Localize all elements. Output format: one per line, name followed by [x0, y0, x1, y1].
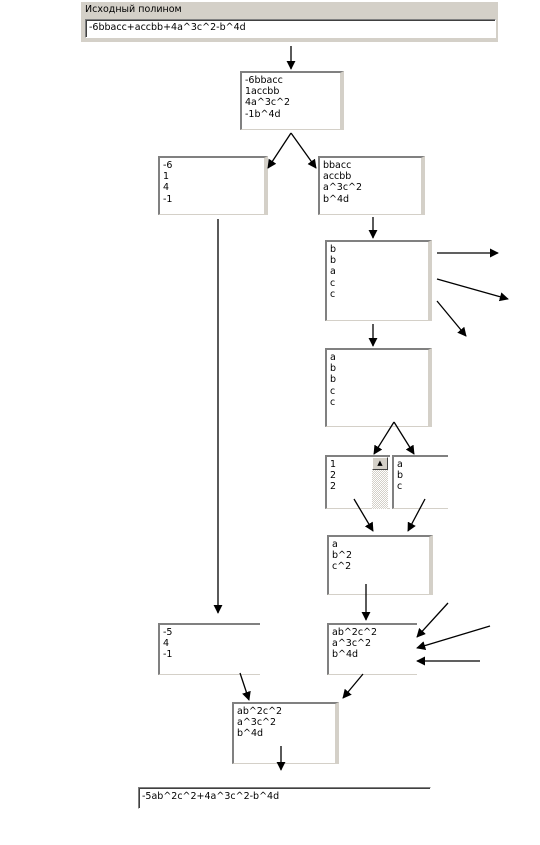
arrow	[416, 602, 449, 638]
list-item[interactable]: a^3c^2	[323, 182, 363, 194]
list-item[interactable]: -1	[163, 193, 173, 205]
list-item[interactable]: 2	[330, 470, 337, 482]
list-item[interactable]: bbacc	[323, 160, 352, 171]
list-item[interactable]: b	[330, 374, 337, 386]
terms-listbox[interactable]: -6bbacc 1accbb 4a^3c^2 -1b^4d	[240, 71, 344, 130]
source-polynomial-title: Исходный полином	[85, 4, 182, 15]
scroll-track[interactable]	[372, 470, 388, 509]
list-item[interactable]: b^4d	[332, 649, 359, 661]
list-item[interactable]: a^3c^2	[332, 638, 372, 650]
list-item[interactable]: a	[330, 266, 336, 278]
list-item[interactable]: c	[397, 481, 403, 493]
list-item[interactable]: b	[397, 470, 404, 482]
list-item[interactable]: ab^2c^2	[237, 706, 283, 717]
list-item[interactable]: c	[330, 277, 336, 289]
list-item[interactable]: -5	[163, 627, 173, 638]
result-polynomial-output[interactable]: -5ab^2c^2+4a^3c^2-b^4d	[138, 787, 431, 809]
arrow	[436, 278, 509, 302]
coefficients-listbox[interactable]: -6 1 4 -1	[158, 156, 268, 215]
list-item[interactable]: c^2	[332, 561, 352, 573]
arrow	[342, 673, 364, 699]
arrow	[436, 300, 467, 337]
list-item[interactable]: b^2	[332, 550, 353, 562]
final-monomials-listbox[interactable]: ab^2c^2 a^3c^2 b^4d	[232, 702, 339, 764]
list-item[interactable]: -6	[163, 160, 173, 171]
unique-letters-listbox[interactable]: a b c	[392, 455, 448, 509]
arrow	[353, 498, 374, 532]
list-item[interactable]: -6bbacc	[245, 75, 283, 86]
arrow	[290, 132, 317, 169]
list-item[interactable]: a	[332, 539, 338, 550]
arrow	[267, 132, 292, 169]
list-item[interactable]: b	[330, 255, 337, 267]
list-item[interactable]: 1accbb	[245, 86, 280, 98]
arrow	[393, 421, 415, 455]
arrow	[373, 421, 395, 455]
list-item[interactable]: c	[330, 288, 336, 300]
scroll-up-icon[interactable]: ▲	[372, 457, 388, 470]
list-item[interactable]: -1b^4d	[245, 108, 281, 120]
list-item[interactable]: c	[330, 396, 336, 408]
list-item[interactable]: -1	[163, 649, 173, 661]
arrow	[407, 498, 426, 532]
list-item[interactable]: c	[330, 385, 336, 397]
list-item[interactable]: b^4d	[237, 728, 264, 740]
source-polynomial-panel: Исходный полином -6bbacc+accbb+4a^3c^2-b…	[81, 2, 498, 42]
exponents-scrollbar[interactable]: ▲	[372, 457, 388, 509]
list-item[interactable]: b^4d	[323, 193, 350, 205]
list-item[interactable]: 4	[163, 638, 170, 650]
monomials-listbox[interactable]: bbacc accbb a^3c^2 b^4d	[318, 156, 425, 215]
list-item[interactable]: b	[330, 363, 337, 375]
source-polynomial-input[interactable]: -6bbacc+accbb+4a^3c^2-b^4d	[85, 19, 496, 38]
list-item[interactable]: 1	[330, 459, 337, 470]
list-item[interactable]: 4a^3c^2	[245, 97, 291, 109]
list-item[interactable]: ab^2c^2	[332, 627, 378, 638]
list-item[interactable]: 2	[330, 481, 337, 493]
list-item[interactable]: 1	[163, 171, 170, 183]
list-item[interactable]: b	[330, 244, 337, 255]
letters-listbox[interactable]: b b a c c	[325, 240, 432, 321]
merged-monomials-listbox[interactable]: ab^2c^2 a^3c^2 b^4d	[327, 623, 417, 675]
list-item[interactable]: a	[397, 459, 403, 470]
list-item[interactable]: accbb	[323, 171, 352, 183]
sorted-letters-listbox[interactable]: a b b c c	[325, 348, 432, 427]
list-item[interactable]: a^3c^2	[237, 717, 277, 729]
arrow	[239, 672, 251, 701]
arrow	[416, 625, 491, 650]
summed-coefficients-listbox[interactable]: -5 4 -1	[158, 623, 260, 675]
list-item[interactable]: a	[330, 352, 336, 363]
powers-listbox[interactable]: a b^2 c^2	[327, 535, 433, 595]
list-item[interactable]: 4	[163, 182, 170, 194]
